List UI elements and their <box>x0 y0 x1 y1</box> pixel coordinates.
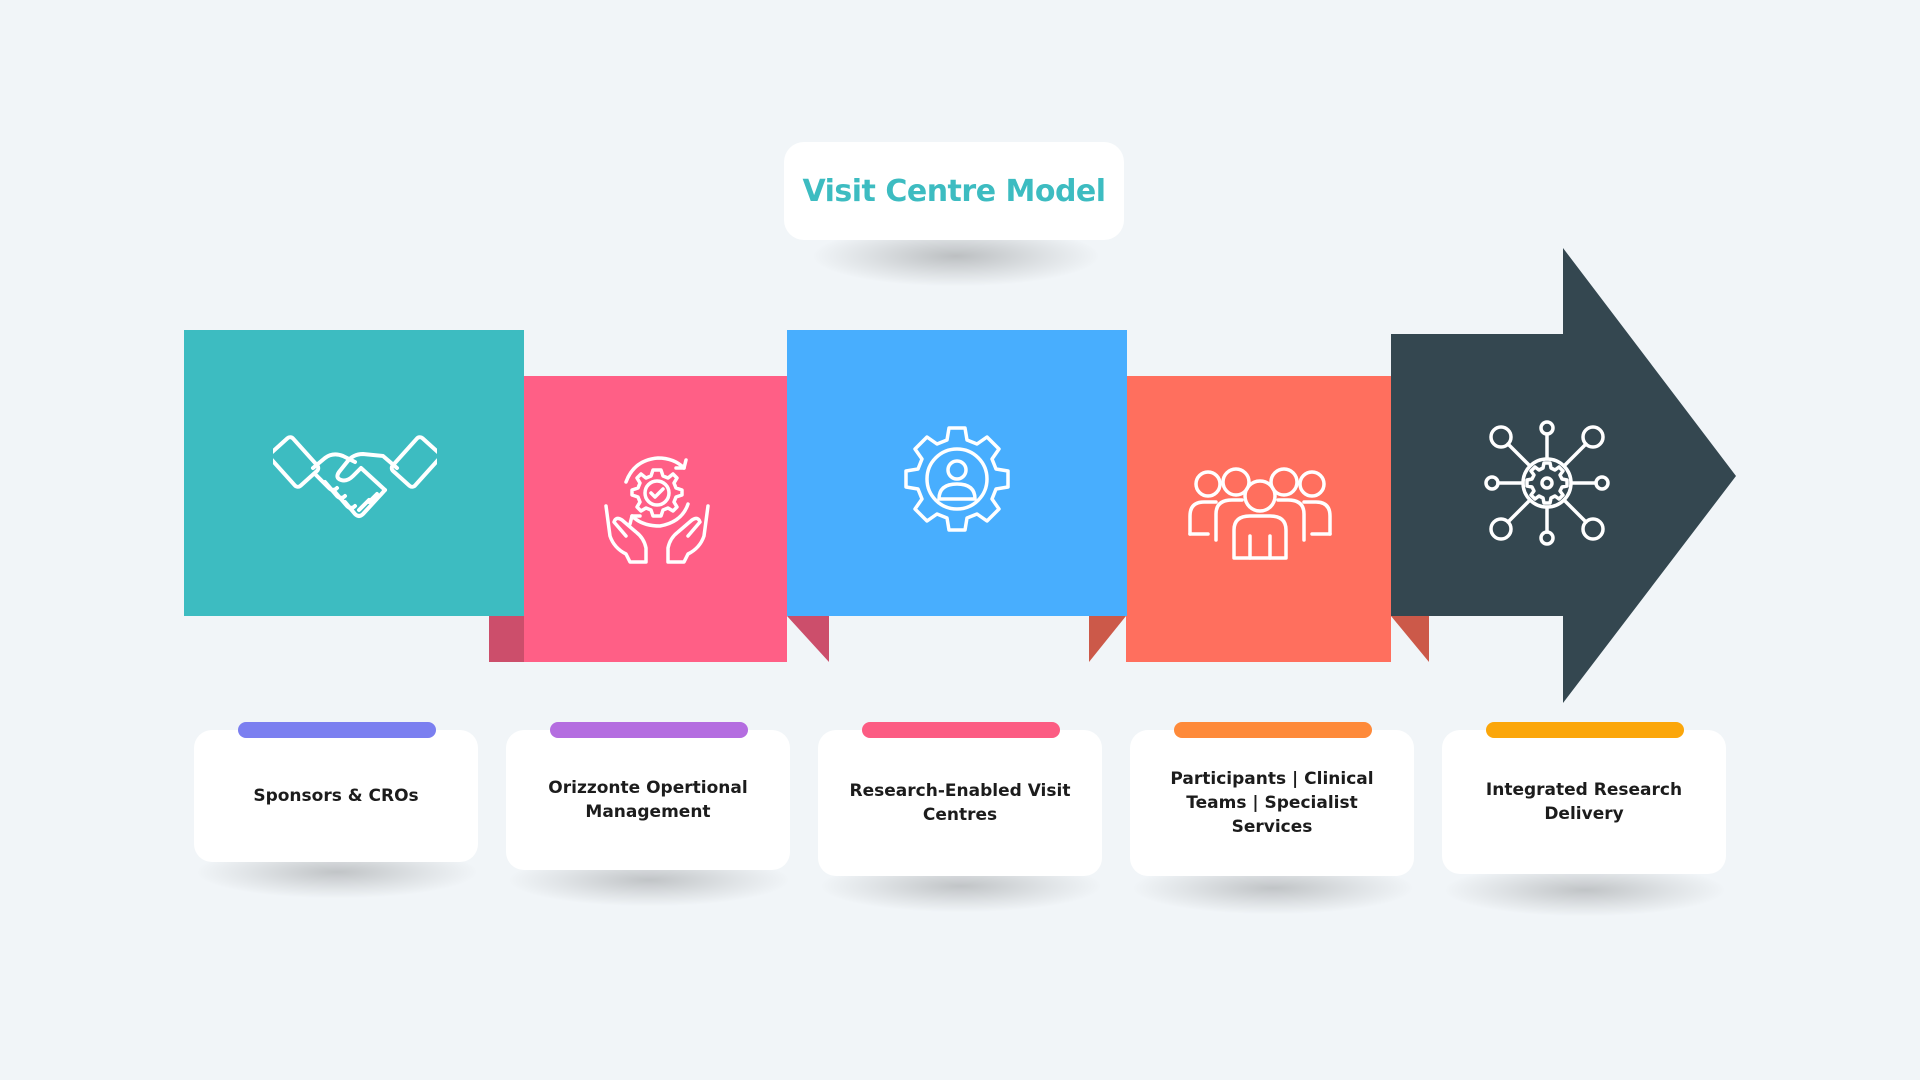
step-card-3: Research-Enabled Visit Centres <box>818 730 1102 876</box>
card-accent-bar <box>1174 722 1372 738</box>
fold-tab <box>489 616 524 662</box>
gear-user-icon <box>904 426 1010 532</box>
step-label: Orizzonte Opertional Management <box>548 778 748 822</box>
fold-tab <box>787 616 829 662</box>
network-gear-icon <box>1484 420 1610 546</box>
step-card-4: Participants | Clinical Teams | Speciali… <box>1130 730 1414 876</box>
group-people-icon <box>1188 467 1332 560</box>
step-card-5: Integrated Research Delivery <box>1442 730 1726 874</box>
page-title: Visit Centre Model <box>802 173 1106 209</box>
step-block-2 <box>524 376 787 662</box>
step-block-4 <box>1126 376 1391 662</box>
step-label: Integrated Research Delivery <box>1485 780 1683 824</box>
step-label: Research-Enabled Visit Centres <box>849 781 1071 825</box>
hands-gear-check-icon <box>604 456 710 564</box>
card-accent-bar <box>550 722 748 738</box>
card-accent-bar <box>238 722 436 738</box>
step-card-1: Sponsors & CROs <box>194 730 478 862</box>
card-accent-bar <box>1486 722 1684 738</box>
step-block-3 <box>787 330 1127 616</box>
fold-tab <box>1089 616 1126 662</box>
step-label: Participants | Clinical Teams | Speciali… <box>1170 769 1374 837</box>
card-accent-bar <box>862 722 1060 738</box>
title-box: Visit Centre Model <box>784 142 1124 240</box>
step-block-5-arrow <box>1391 248 1736 703</box>
handshake-icon <box>273 435 437 518</box>
step-label: Sponsors & CROs <box>253 786 419 806</box>
step-card-2: Orizzonte Opertional Management <box>506 730 790 870</box>
fold-tab <box>1391 616 1429 662</box>
